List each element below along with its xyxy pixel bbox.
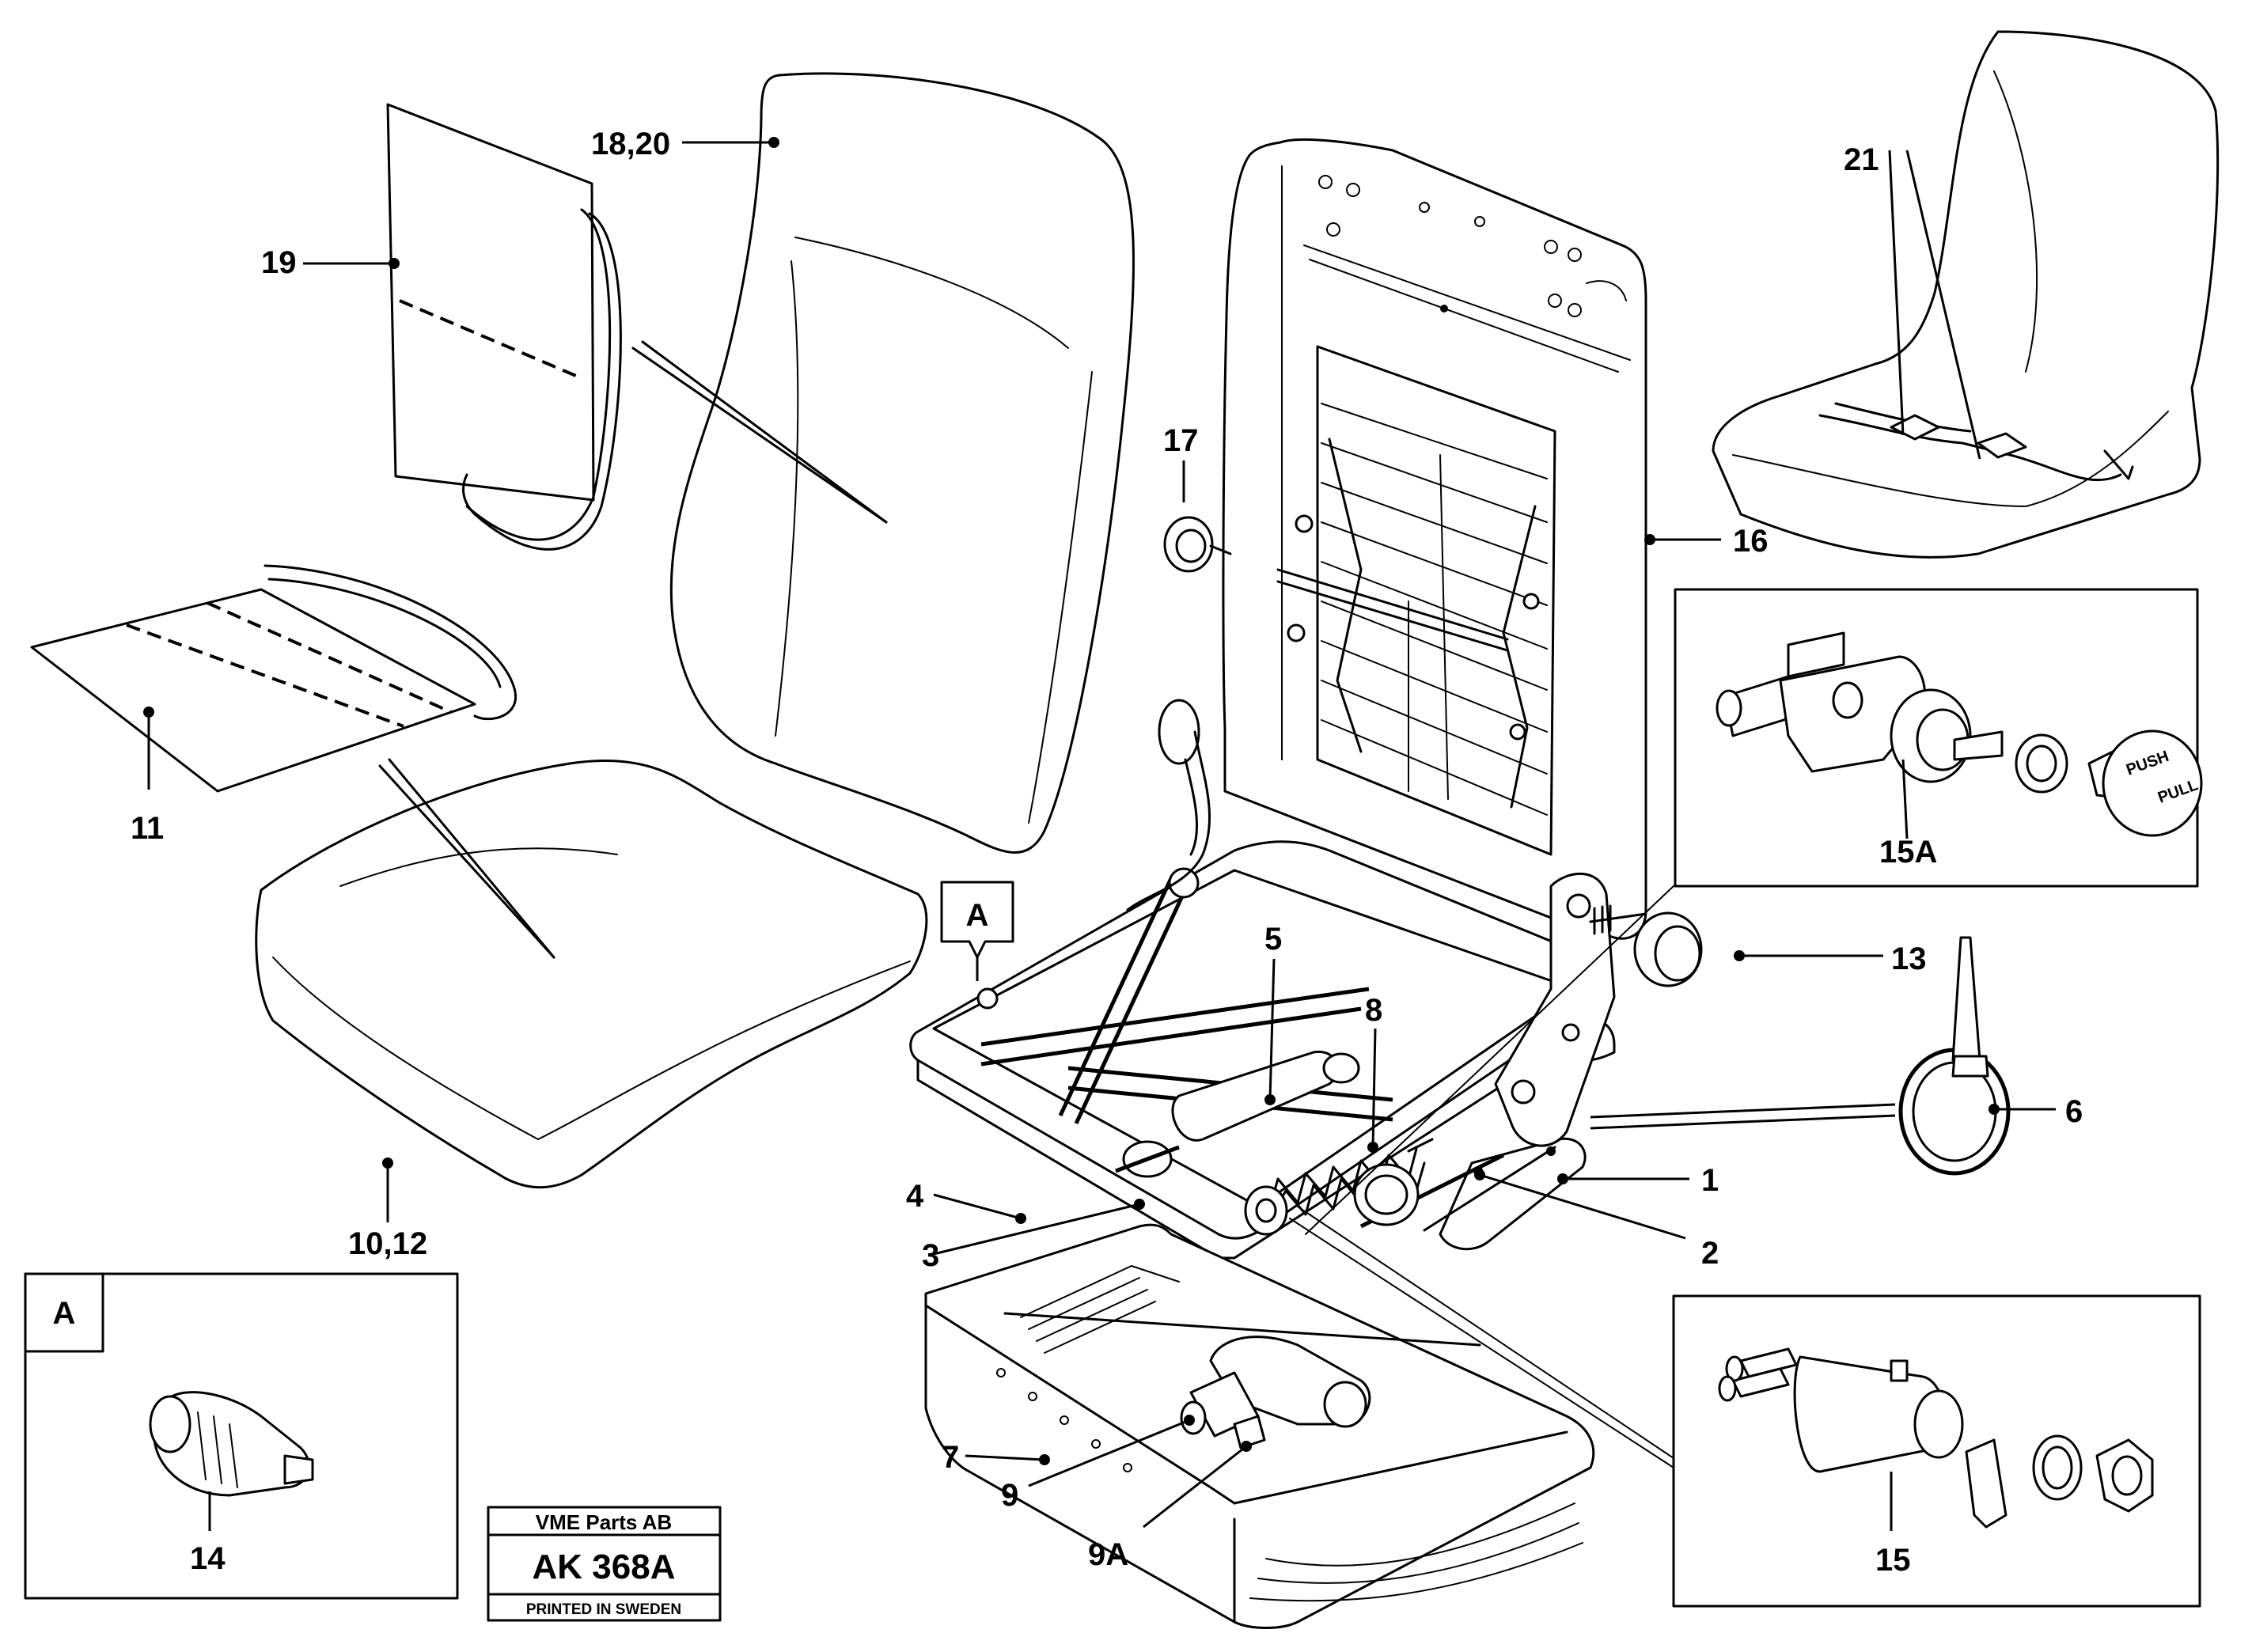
label-4: 4: [906, 1179, 924, 1214]
backrest-cushion: [631, 72, 1135, 854]
label-11: 11: [131, 811, 164, 846]
cable-tie-6: [1898, 936, 2011, 1176]
label-21: 21: [1844, 142, 1879, 177]
leader-lines: [143, 137, 2056, 1529]
detail-a-box-letter: A: [53, 1296, 76, 1331]
label-6: 6: [2065, 1094, 2083, 1129]
label-19: 19: [261, 245, 297, 280]
label-10-12: 10,12: [348, 1226, 427, 1261]
recline-knob-13: [1633, 911, 1703, 987]
gas-spring-5: [1115, 1051, 1360, 1178]
label-5: 5: [1264, 922, 1282, 957]
air-valve-9: [1180, 1336, 1371, 1449]
detail-box-15a: PUSH PULL: [1674, 588, 2203, 888]
title-printed: PRINTED IN SWEDEN: [526, 1601, 681, 1618]
label-16: 16: [1733, 524, 1769, 559]
label-15: 15: [1875, 1543, 1911, 1578]
label-18-20: 18,20: [591, 127, 670, 161]
backrest-frame: [1222, 138, 1647, 940]
detail-box-15: [1672, 1294, 2201, 1608]
seat-with-belt-21: [1712, 30, 2220, 559]
title-block: VME Parts AB AK 368A PRINTED IN SWEDEN: [487, 1506, 722, 1622]
label-2: 2: [1701, 1236, 1719, 1271]
seat-cushion: [255, 758, 928, 1189]
label-17: 17: [1163, 423, 1199, 458]
label-3: 3: [922, 1238, 939, 1273]
side-lever: [1126, 699, 1211, 911]
part-labels: 18,20 19 11 10,12 17 21 16 15A 13 5 8 6 …: [131, 127, 2083, 1578]
detail-a-callout: A: [940, 881, 1014, 981]
label-9a: 9A: [1088, 1537, 1128, 1572]
backrest-hinge-bracket: [1494, 872, 1647, 1147]
label-13: 13: [1891, 942, 1927, 976]
seat-heating-pad: [30, 564, 518, 793]
label-7: 7: [942, 1440, 959, 1475]
label-8: 8: [1365, 993, 1382, 1028]
title-drawing-number: AK 368A: [533, 1548, 676, 1586]
label-9: 9: [1001, 1478, 1018, 1513]
label-15a: 15A: [1879, 835, 1937, 870]
detail-box-a: A: [24, 1272, 459, 1600]
label-1: 1: [1701, 1163, 1719, 1198]
backrest-heating-pad: [386, 103, 622, 551]
label-14: 14: [190, 1541, 226, 1576]
adjuster-knob-17: [1163, 516, 1232, 573]
detail-a-marker: A: [966, 898, 989, 933]
title-company: VME Parts AB: [536, 1510, 672, 1534]
seat-pan-frame: [909, 840, 1609, 1260]
